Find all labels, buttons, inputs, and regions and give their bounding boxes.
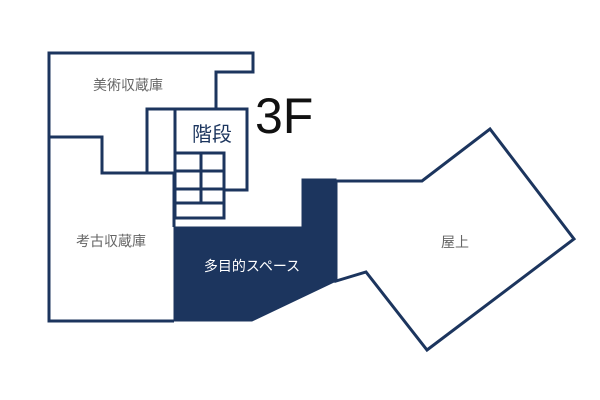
stairs-steps-icon (173, 151, 226, 220)
label-rooftop: 屋上 (441, 235, 469, 251)
label-archaeology-storage: 考古収蔵庫 (76, 233, 146, 250)
floor-indicator: 3F (255, 88, 313, 144)
room-stairs[interactable] (145, 107, 249, 220)
label-multipurpose-space: 多目的スペース (204, 258, 300, 275)
label-stairs: 階段 (192, 122, 232, 146)
room-archaeology-storage[interactable] (49, 135, 176, 227)
room-rooftop[interactable] (334, 126, 577, 353)
label-art-storage: 美術収蔵庫 (93, 77, 163, 94)
room-art-storage[interactable] (47, 51, 255, 323)
room-multipurpose-space[interactable] (173, 178, 337, 322)
